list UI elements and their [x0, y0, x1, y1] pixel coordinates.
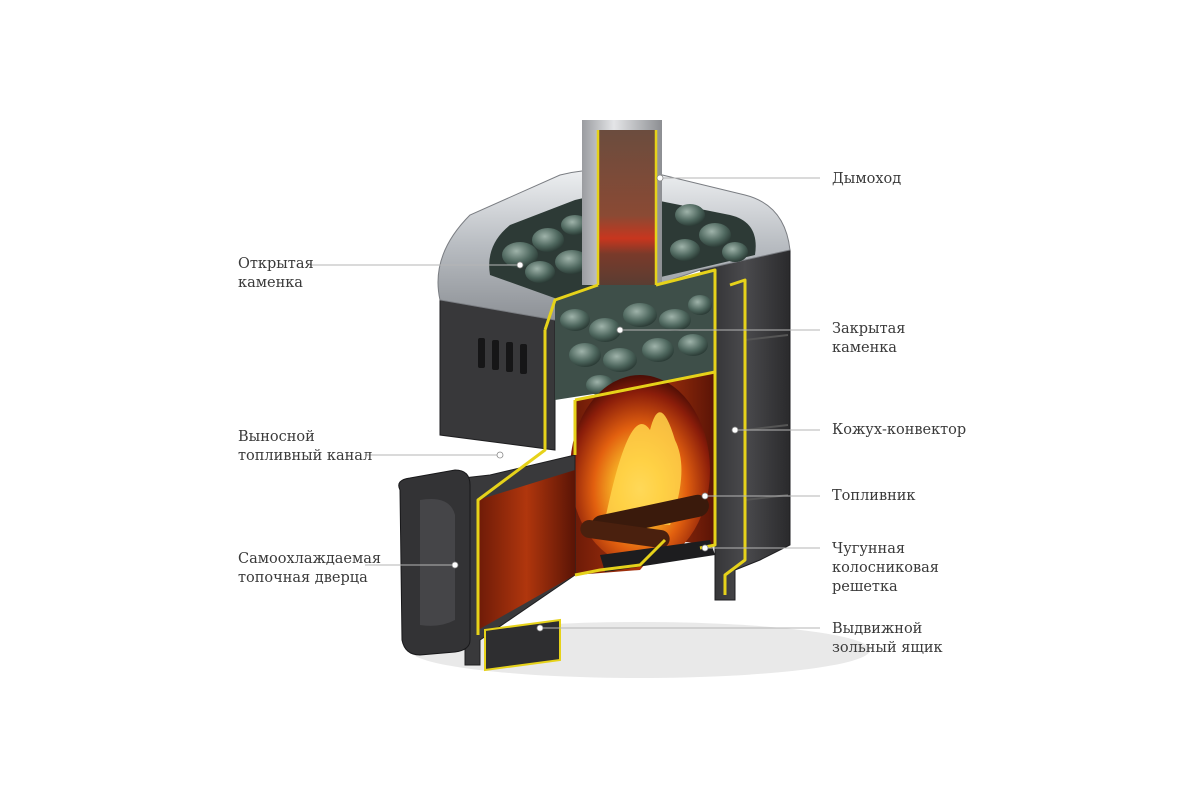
label-open-heater: Открытая каменка [238, 255, 314, 293]
label-line: колосниковая [832, 560, 939, 576]
label-line: топочная дверца [238, 570, 368, 586]
label-line: Дымоход [832, 171, 902, 187]
leader-lines [310, 177, 820, 629]
label-ashbox: Выдвижной зольный ящик [832, 620, 943, 658]
closed-heater-chamber [555, 270, 715, 400]
ash-box [484, 618, 561, 672]
label-line: топливный канал [238, 448, 373, 464]
chimney-cut-outline [596, 130, 658, 285]
label-line: решетка [832, 579, 898, 595]
casing-left [439, 299, 556, 451]
label-line: Выносной [238, 429, 315, 445]
label-chimney: Дымоход [832, 170, 901, 189]
label-line: Открытая [238, 256, 314, 272]
vent-slots [478, 338, 527, 374]
label-line: Топливник [832, 488, 916, 504]
label-line: Самоохлаждаемая [238, 551, 382, 567]
label-line: Закрытая [832, 321, 906, 337]
open-heater-stones [502, 204, 748, 283]
label-closed-heater: Закрытая каменка [832, 320, 905, 358]
label-firebox: Топливник [832, 487, 916, 506]
label-line: каменка [832, 340, 897, 356]
label-door: Самоохлаждаемая топочная дверца [238, 550, 381, 588]
grate [600, 540, 715, 572]
label-grate: Чугунная колосниковая решетка [832, 540, 939, 597]
label-line: Выдвижной [832, 621, 923, 637]
chimney-inner [598, 130, 656, 285]
label-line: каменка [238, 275, 303, 291]
label-line: зольный ящик [832, 640, 943, 656]
fuel-channel-interior [478, 470, 575, 630]
logs [580, 494, 709, 549]
label-line: Чугунная [832, 541, 905, 557]
label-line: Кожух-конвектор [832, 422, 967, 438]
fire-door-panel [420, 499, 455, 626]
label-convector: Кожух-конвектор [832, 421, 966, 440]
closed-heater-stones [560, 295, 712, 395]
label-fuel-channel: Выносной топливный канал [238, 428, 372, 466]
flame-core [605, 412, 682, 525]
leader-dots [451, 174, 739, 632]
